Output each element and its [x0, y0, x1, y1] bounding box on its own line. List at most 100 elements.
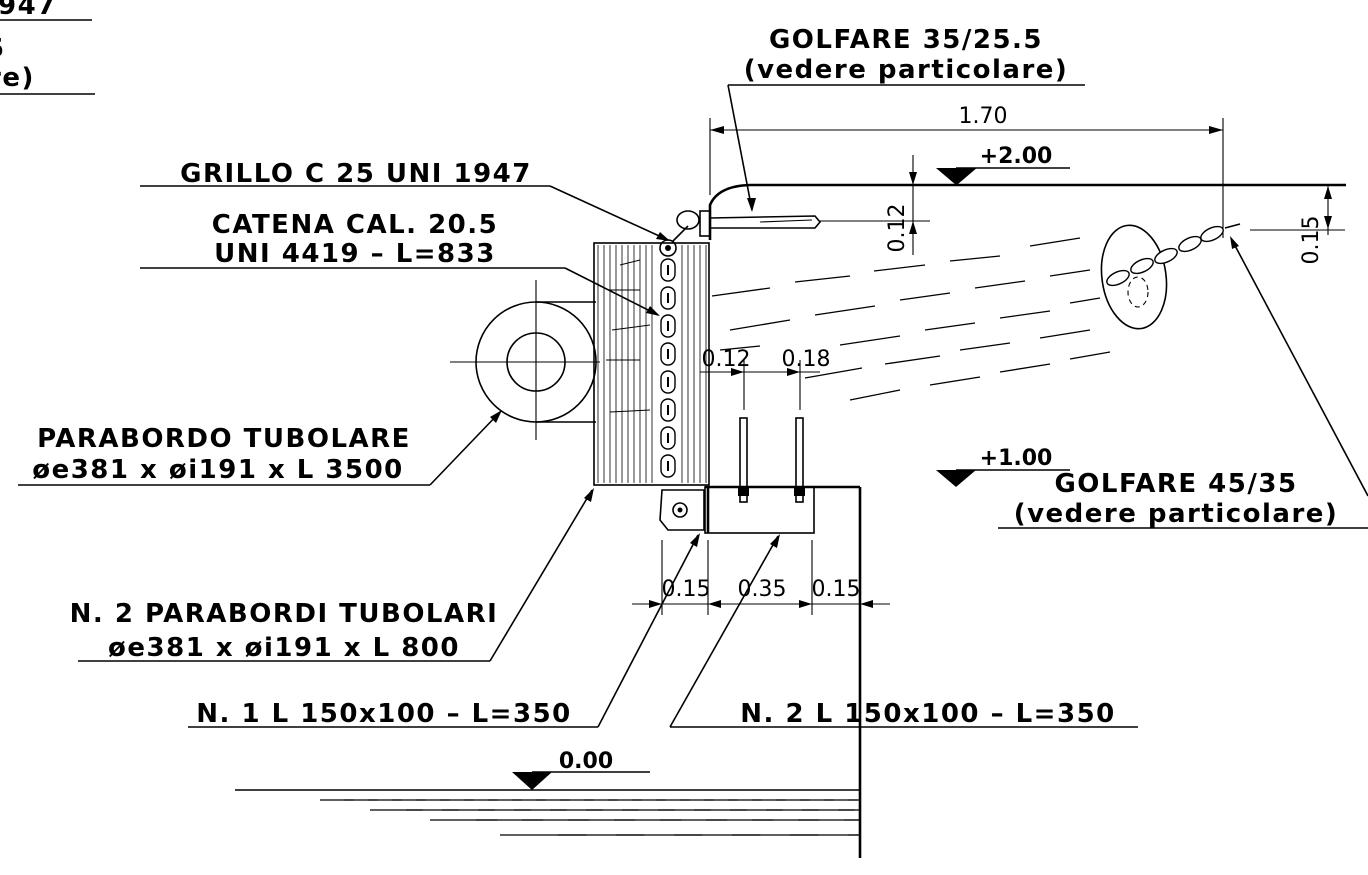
dim-gap-arrow-b — [787, 368, 800, 376]
anchor-nut-a — [738, 488, 749, 496]
golfare-large — [1100, 223, 1241, 330]
vertical-fenders — [593, 242, 710, 486]
golfare-large-end — [1224, 223, 1241, 229]
parabordi-label-2: øe381 x øi191 x L 800 — [108, 633, 460, 663]
far-chain-link — [1130, 257, 1154, 275]
dimension-h-left: 0.12 — [820, 155, 930, 255]
anchor-bolt-b — [795, 417, 804, 503]
golfare-small-title: GOLFARE 35/25.5 — [769, 25, 1043, 55]
catena-label-1: CATENA CAL. 20.5 — [212, 210, 498, 240]
angle2-label: N. 2 L 150x100 – L=350 — [740, 699, 1116, 729]
level-water-value: 0.00 — [559, 749, 613, 774]
golfare-small-subtitle: (vedere particolare) — [744, 55, 1069, 85]
background-dash — [1049, 269, 1091, 277]
angle2-arrow — [770, 534, 780, 548]
background-dash — [1069, 351, 1111, 360]
background-dash — [999, 310, 1051, 319]
chain-bottom-plate — [659, 489, 705, 531]
chain-ends — [659, 225, 705, 531]
golfare-small-eye — [676, 210, 700, 230]
far-chain-link — [1200, 225, 1224, 243]
background-fender-dashes — [711, 237, 1111, 401]
level-water-triangle — [512, 772, 552, 790]
background-dash — [1069, 297, 1101, 304]
level-top-value: +2.00 — [980, 144, 1053, 169]
far-chain-link — [1178, 235, 1202, 253]
partial-label-1: 947 — [0, 0, 57, 21]
background-dash — [974, 280, 1026, 289]
dim-hl-value: 0.12 — [885, 204, 910, 253]
parabordo-callout: PARABORDO TUBOLARE øe381 x øi191 x L 350… — [18, 410, 502, 486]
level-top: +2.00 — [936, 144, 1070, 186]
angle1-callout: N. 1 L 150x100 – L=350 — [188, 533, 700, 729]
dimension-gap: 0.12 0.18 — [700, 347, 830, 410]
anchor-bolts — [738, 417, 805, 503]
far-chain-link — [1106, 269, 1130, 287]
parabordi-callout: N. 2 PARABORDI TUBOLARI øe381 x øi191 x … — [70, 488, 594, 663]
golfare-large-arrow — [1230, 236, 1239, 249]
chain-top-link — [671, 225, 689, 243]
dim-hr-value: 0.15 — [1299, 216, 1324, 265]
fender-inner-line — [619, 259, 641, 266]
golfare-small-centerline — [759, 219, 813, 223]
angle2-callout: N. 2 L 150x100 – L=350 — [669, 534, 1138, 729]
parabordo-leader — [429, 411, 501, 486]
parabordo-arrow — [490, 410, 502, 423]
angle1-leader — [597, 534, 699, 728]
dim-base-arrow-2 — [708, 600, 721, 608]
dimension-h-right: 0.15 — [1250, 185, 1345, 264]
catena-leader — [564, 267, 659, 316]
dim-span-arrow-right — [1209, 126, 1223, 134]
golfare-small-plate — [699, 210, 711, 237]
background-dash — [929, 376, 981, 386]
background-dash — [711, 287, 771, 297]
dim-base-arrow-4 — [860, 600, 873, 608]
dim-gap-a-value: 0.12 — [702, 347, 751, 372]
anchor-bolt-a — [739, 417, 748, 503]
golfare-large-callout: GOLFARE 45/35 (vedere particolare) — [998, 236, 1368, 529]
far-chain-link — [1154, 247, 1178, 265]
dimension-base: 0.15 0.35 0.15 — [632, 540, 890, 615]
dim-hl-arrow-top — [909, 172, 917, 185]
dim-hr-arrow-bottom — [1324, 216, 1332, 229]
vertical-fender-inner-lines — [606, 259, 651, 413]
dim-span-value: 1.70 — [959, 104, 1008, 129]
background-dash — [959, 342, 1011, 351]
chain — [660, 258, 676, 478]
chain-top-shackle — [659, 239, 677, 257]
golfare-large-title: GOLFARE 45/35 — [1054, 469, 1297, 499]
catena-label-2: UNI 4419 – L=833 — [214, 239, 496, 269]
golfare-large-leader — [1231, 239, 1368, 497]
dim-base-b-value: 0.35 — [738, 577, 787, 602]
chain-bottom-pin — [677, 507, 683, 513]
level-top-triangle — [936, 168, 976, 185]
background-dash — [804, 367, 863, 379]
dim-base-c-value: 0.15 — [812, 577, 861, 602]
golfare-small-arrow — [747, 198, 756, 212]
level-mid-triangle — [936, 470, 976, 487]
catena-callout: CATENA CAL. 20.5 UNI 4419 – L=833 — [140, 210, 660, 316]
dim-span-arrow-left — [710, 126, 724, 134]
background-dash — [1039, 329, 1091, 339]
background-dash — [849, 389, 901, 401]
golfare-small-shank — [709, 215, 822, 229]
grillo-label: GRILLO C 25 UNI 1947 — [180, 159, 532, 189]
dim-gap-b-value: 0.18 — [782, 347, 831, 372]
background-dash — [1029, 237, 1081, 247]
vertical-fender-hatching — [597, 245, 707, 483]
parabordi-label-1: N. 2 PARABORDI TUBOLARI — [70, 599, 499, 629]
background-dash — [949, 255, 1001, 262]
grillo-arrow — [656, 232, 670, 241]
chain-bottom-shackle — [672, 502, 688, 518]
angle2-leader — [669, 535, 779, 728]
dim-base-arrow-1 — [649, 600, 662, 608]
parabordo-label-2: øe381 x øi191 x L 3500 — [32, 455, 404, 485]
anchor-nut-b — [794, 488, 805, 496]
background-dash — [719, 345, 761, 351]
grillo-leader — [549, 185, 669, 241]
level-top-edge — [955, 167, 977, 186]
parabordo-label-1: PARABORDO TUBOLARE — [37, 424, 411, 454]
background-dash — [729, 319, 791, 331]
parabordi-arrow — [584, 488, 594, 502]
fender-inner-line — [611, 324, 651, 331]
